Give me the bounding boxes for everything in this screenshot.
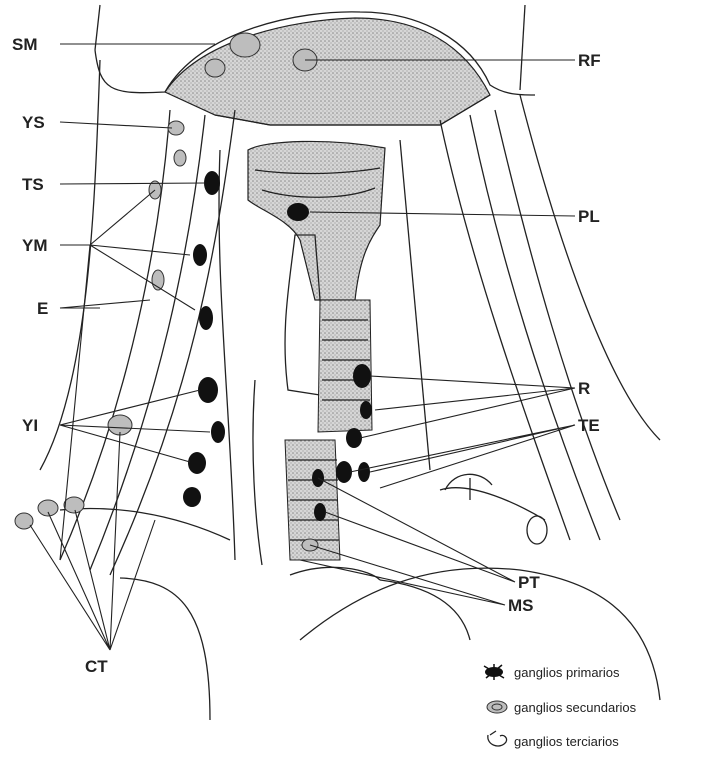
label-YS: YS xyxy=(22,113,45,132)
label-YI: YI xyxy=(22,416,38,435)
label-TS: TS xyxy=(22,175,44,194)
legend-tertiary-icon xyxy=(488,731,507,746)
label-PT: PT xyxy=(518,573,540,592)
label-CT: CT xyxy=(85,657,108,676)
legend-primary-icon xyxy=(484,664,504,680)
label-TE: TE xyxy=(578,416,600,435)
legend: ganglios primarios ganglios secundarios … xyxy=(484,664,637,749)
label-E: E xyxy=(37,299,48,318)
label-SM: SM xyxy=(12,35,38,54)
label-RF: RF xyxy=(578,51,601,70)
legend-secondary-icon xyxy=(487,701,507,713)
legend-primary-label: ganglios primarios xyxy=(514,665,620,680)
legend-tertiary-label: ganglios terciarios xyxy=(514,734,619,749)
label-PL: PL xyxy=(578,207,600,226)
label-YM: YM xyxy=(22,236,48,255)
legend-secondary-label: ganglios secundarios xyxy=(514,700,637,715)
label-R: R xyxy=(578,379,590,398)
label-MS: MS xyxy=(508,596,534,615)
